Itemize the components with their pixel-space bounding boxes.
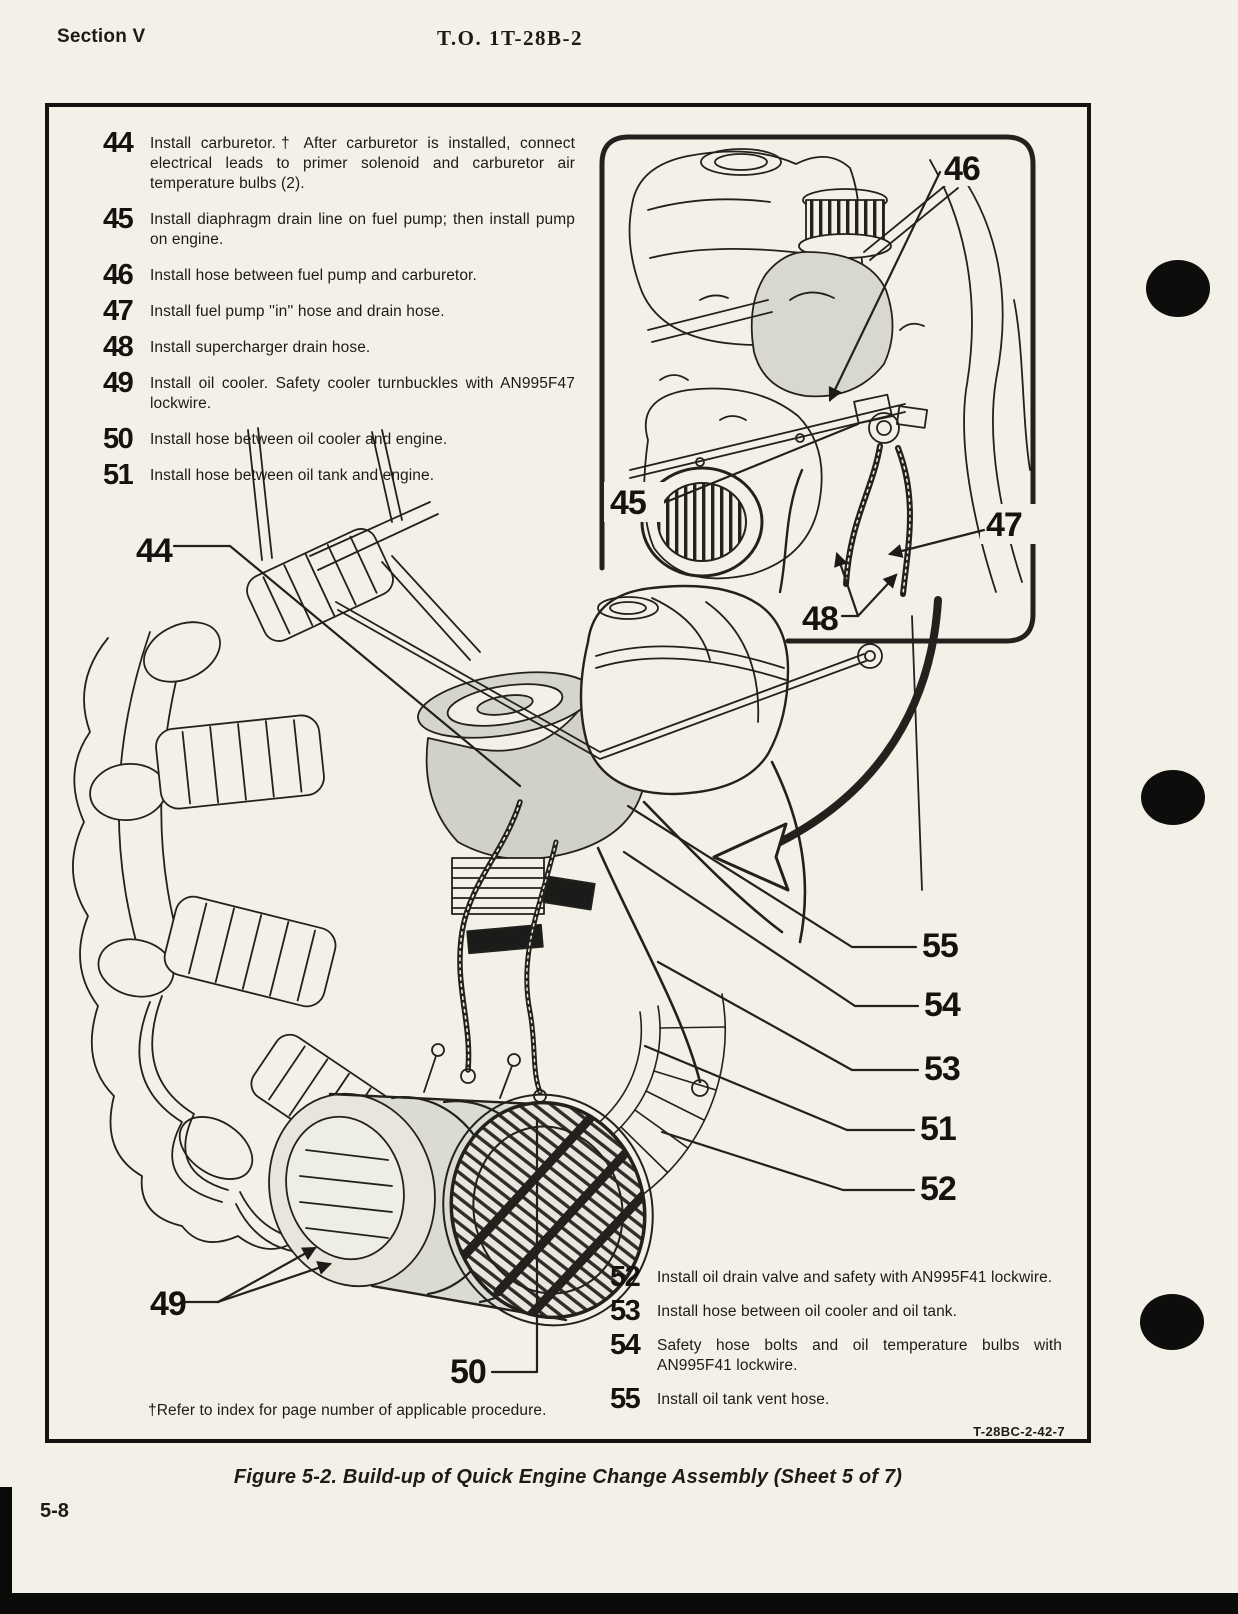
instruction-number: 46 <box>103 259 134 291</box>
instruction-number: 50 <box>103 423 134 455</box>
callout-54: 54 <box>924 986 961 1024</box>
instruction-text: Install supercharger drain hose. <box>150 339 371 356</box>
instruction-text: Install oil cooler. Safety cooler turnbu… <box>150 375 575 412</box>
instruction-number: 44 <box>103 127 134 159</box>
binder-hole-mark <box>1141 770 1205 825</box>
instruction-52: 52 Install oil drain valve and safety wi… <box>610 1261 1062 1293</box>
callout-53: 53 <box>924 1050 960 1088</box>
binder-hole-mark <box>1140 1294 1204 1350</box>
instruction-text: Install hose between oil cooler and engi… <box>150 431 448 448</box>
instruction-text: Install fuel pump ''in'' hose and drain … <box>150 303 445 320</box>
callout-49: 49 <box>150 1285 186 1323</box>
callout-46: 46 <box>944 150 980 188</box>
instruction-49: 49 Install oil cooler. Safety cooler tur… <box>103 367 575 414</box>
oil-tank-art <box>579 584 790 796</box>
callout-50: 50 <box>450 1353 486 1391</box>
callout-51: 51 <box>920 1110 956 1148</box>
radial-engine-art <box>72 427 481 1255</box>
instruction-50: 50 Install hose between oil cooler and e… <box>103 423 575 455</box>
binder-hole-mark <box>1146 260 1210 317</box>
instruction-47: 47 Install fuel pump ''in'' hose and dra… <box>103 295 575 327</box>
instruction-number: 47 <box>103 295 134 327</box>
instruction-text: Safety hose bolts and oil temperature bu… <box>657 1337 1062 1374</box>
instruction-number: 54 <box>610 1329 641 1361</box>
oil-cooler-art <box>268 1043 654 1327</box>
instruction-54: 54 Safety hose bolts and oil temperature… <box>610 1329 1062 1376</box>
callout-55: 55 <box>922 927 958 965</box>
scan-edge-left <box>0 1487 12 1614</box>
scan-edge-bottom <box>0 1593 1238 1614</box>
page-number: 5-8 <box>40 1500 69 1522</box>
instruction-text: Install hose between oil cooler and oil … <box>657 1303 958 1320</box>
instruction-list-left: 44 Install carburetor.† After carburetor… <box>103 127 575 500</box>
instruction-text: Install hose between fuel pump and carbu… <box>150 267 477 284</box>
instruction-list-right: 52 Install oil drain valve and safety wi… <box>610 1261 1062 1422</box>
instruction-55: 55 Install oil tank vent hose. <box>610 1383 1062 1415</box>
instruction-number: 52 <box>610 1261 641 1293</box>
footnote: †Refer to index for page number of appli… <box>148 1402 547 1419</box>
instruction-text: Install oil tank vent hose. <box>657 1391 830 1408</box>
inset-detail-view <box>599 134 1036 644</box>
figure-caption: Figure 5-2. Build-up of Quick Engine Cha… <box>233 1466 903 1488</box>
callout-48: 48 <box>802 600 838 638</box>
instruction-48: 48 Install supercharger drain hose. <box>103 331 575 363</box>
instruction-51: 51 Install hose between oil tank and eng… <box>103 459 575 491</box>
instruction-46: 46 Install hose between fuel pump and ca… <box>103 259 575 291</box>
reference-code: T-28BC-2-42-7 <box>973 1424 1065 1439</box>
figure-border <box>45 103 1091 1443</box>
instruction-text: Install carburetor.† After carburetor is… <box>150 135 575 192</box>
instruction-44: 44 Install carburetor.† After carburetor… <box>103 127 575 194</box>
instruction-number: 51 <box>103 459 134 491</box>
instruction-number: 53 <box>610 1295 641 1327</box>
instruction-45: 45 Install diaphragm drain line on fuel … <box>103 203 575 250</box>
instruction-number: 45 <box>103 203 134 235</box>
instruction-text: Install diaphragm drain line on fuel pum… <box>150 211 575 248</box>
callout-45: 45 <box>610 484 646 522</box>
section-label: Section V <box>57 26 146 47</box>
instruction-text: Install oil drain valve and safety with … <box>657 1269 1053 1286</box>
instruction-text: Install hose between oil tank and engine… <box>150 467 435 484</box>
instruction-number: 55 <box>610 1383 641 1415</box>
callout-leaders <box>172 148 1038 1374</box>
instruction-number: 49 <box>103 367 134 399</box>
instruction-53: 53 Install hose between oil cooler and o… <box>610 1295 1062 1327</box>
callout-52: 52 <box>920 1170 956 1208</box>
callout-47: 47 <box>986 506 1022 544</box>
callout-44: 44 <box>136 532 173 570</box>
technical-order-number: T.O. 1T-28B-2 <box>436 26 584 50</box>
instruction-number: 48 <box>103 331 134 363</box>
hoses-art <box>457 760 807 1103</box>
